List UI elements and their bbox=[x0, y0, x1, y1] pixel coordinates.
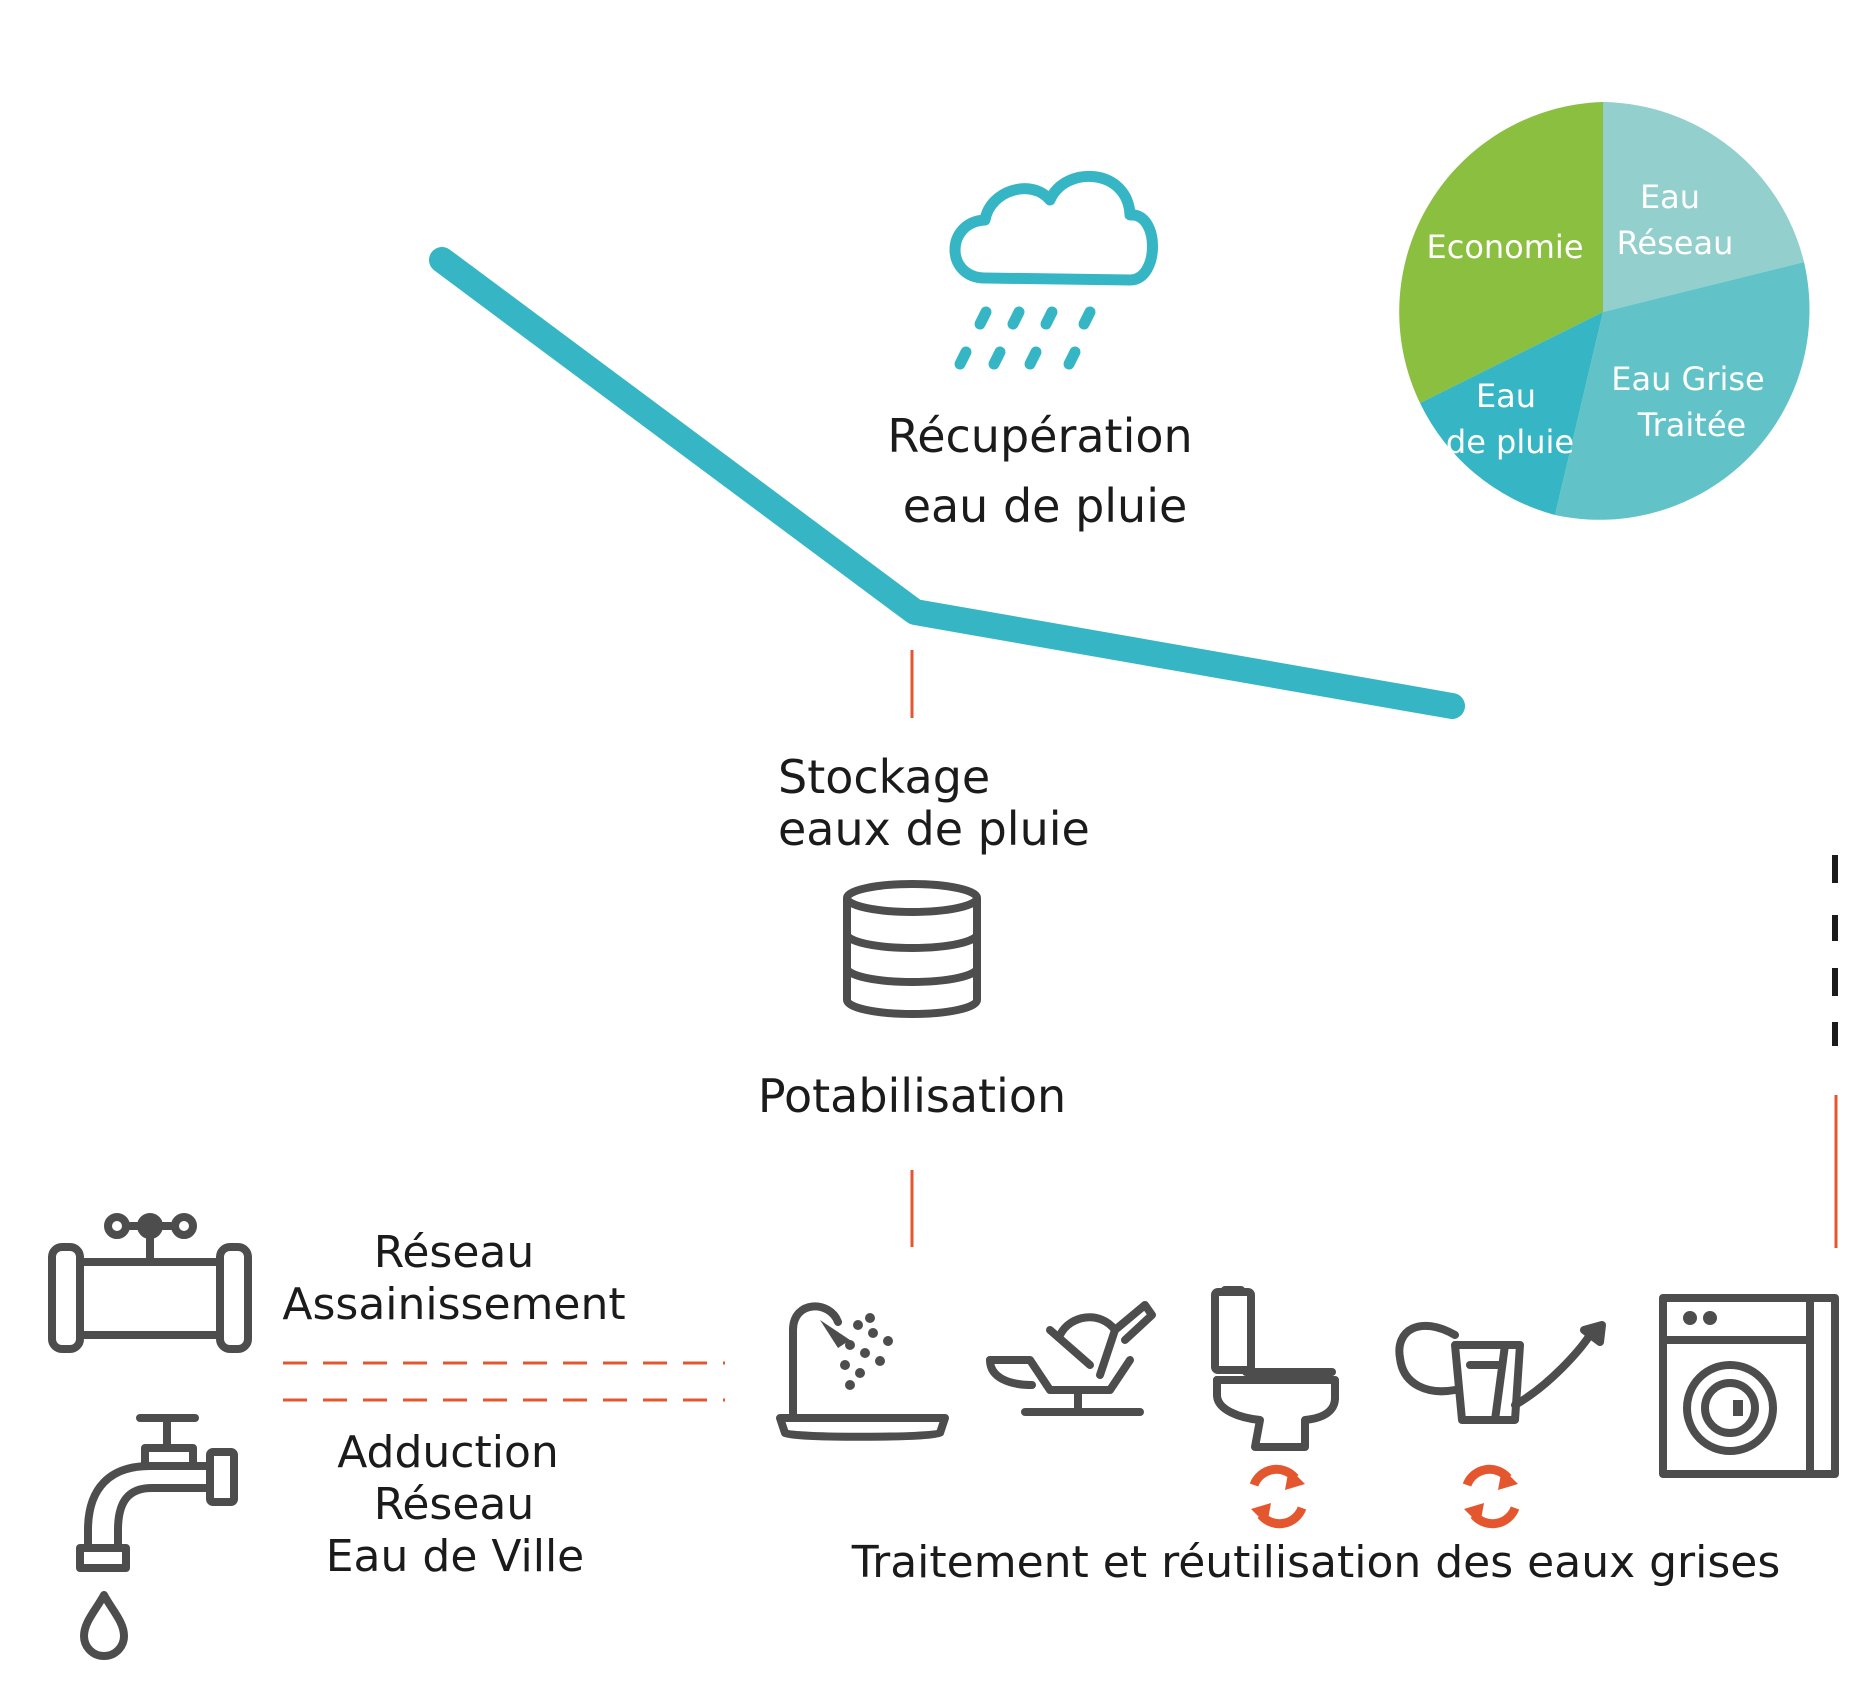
pie-label-pluie-1: Eau bbox=[1476, 377, 1536, 415]
supply-label-line3: Eau de Ville bbox=[326, 1531, 585, 1582]
pie-label-pluie-2: de pluie bbox=[1446, 423, 1574, 461]
pie-label-reseau-2: Réseau bbox=[1617, 224, 1734, 262]
water-tap-icon bbox=[76, 1414, 238, 1660]
rain-label-line1: Récupération bbox=[887, 409, 1192, 463]
supply-label-line1: Adduction bbox=[337, 1427, 559, 1478]
storage-tank-icon bbox=[843, 880, 981, 1018]
pie-slice-eau-grise bbox=[1555, 262, 1810, 520]
recycle-icon bbox=[1462, 1464, 1520, 1529]
sewer-label-line1: Réseau bbox=[374, 1227, 535, 1278]
storage-label-line2: eaux de pluie bbox=[778, 802, 1090, 856]
cutoff-label-fragment bbox=[1832, 855, 1838, 1046]
pie-label-reseau-1: Eau bbox=[1640, 178, 1700, 216]
potabilisation-label: Potabilisation bbox=[758, 1069, 1066, 1123]
washing-machine-icon bbox=[1659, 1294, 1839, 1478]
supply-label-line2: Réseau bbox=[374, 1479, 535, 1530]
pie-label-grise-2: Traitée bbox=[1637, 406, 1746, 444]
shower-bath-icon bbox=[776, 1302, 949, 1441]
pie-slice-economie bbox=[1399, 102, 1603, 403]
pie-slice-eau-pluie bbox=[1420, 312, 1603, 515]
pie-slice-eau-reseau bbox=[1603, 102, 1804, 312]
watering-can-icon bbox=[1395, 1321, 1606, 1424]
sewer-label-line2: Assainissement bbox=[282, 1279, 625, 1330]
kitchen-appliance-icon bbox=[986, 1301, 1156, 1416]
pie-label-economie: Economie bbox=[1427, 228, 1584, 266]
roof-line bbox=[429, 247, 1465, 719]
rain-label-line2: eau de pluie bbox=[903, 479, 1188, 533]
sewer-pipe-icon bbox=[48, 1213, 252, 1353]
storage-label-line1: Stockage bbox=[778, 750, 990, 804]
water-sources-pie: Economie Eau Réseau Eau Grise Traitée Ea… bbox=[1399, 102, 1810, 520]
rain-cloud-icon bbox=[949, 170, 1158, 370]
recycle-icon bbox=[1249, 1464, 1307, 1529]
toilet-icon bbox=[1211, 1286, 1339, 1451]
greywater-label: Traitement et réutilisation des eaux gri… bbox=[851, 1537, 1781, 1588]
pie-label-grise-1: Eau Grise bbox=[1611, 360, 1764, 398]
